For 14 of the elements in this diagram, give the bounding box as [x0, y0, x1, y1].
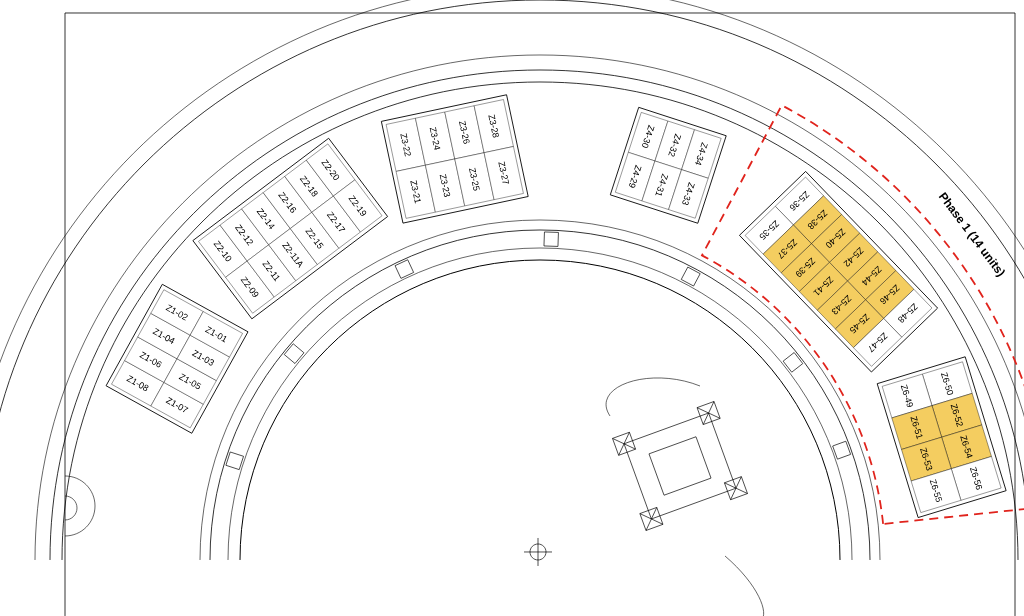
unit-cell: Z4-32: [654, 120, 695, 170]
unit-cell: Z4-30: [628, 112, 669, 162]
unit-cell: Z3-24: [415, 111, 455, 166]
unit-cell: Z3-25: [454, 152, 495, 207]
unit-cell: Z3-22: [385, 118, 426, 172]
unit-cell: Z4-33: [668, 169, 709, 219]
unit-cell: Z3-28: [473, 99, 514, 153]
unit-cell: Z3-26: [444, 105, 485, 160]
unit-cell: Z4-31: [641, 160, 682, 210]
unit-cell: Z3-21: [395, 165, 436, 219]
unit-cell: Z4-29: [615, 152, 656, 202]
unit-cell: Z3-23: [425, 158, 465, 213]
unit-cell: Z3-27: [483, 146, 524, 200]
unit-cell: Z4-34: [681, 129, 722, 179]
